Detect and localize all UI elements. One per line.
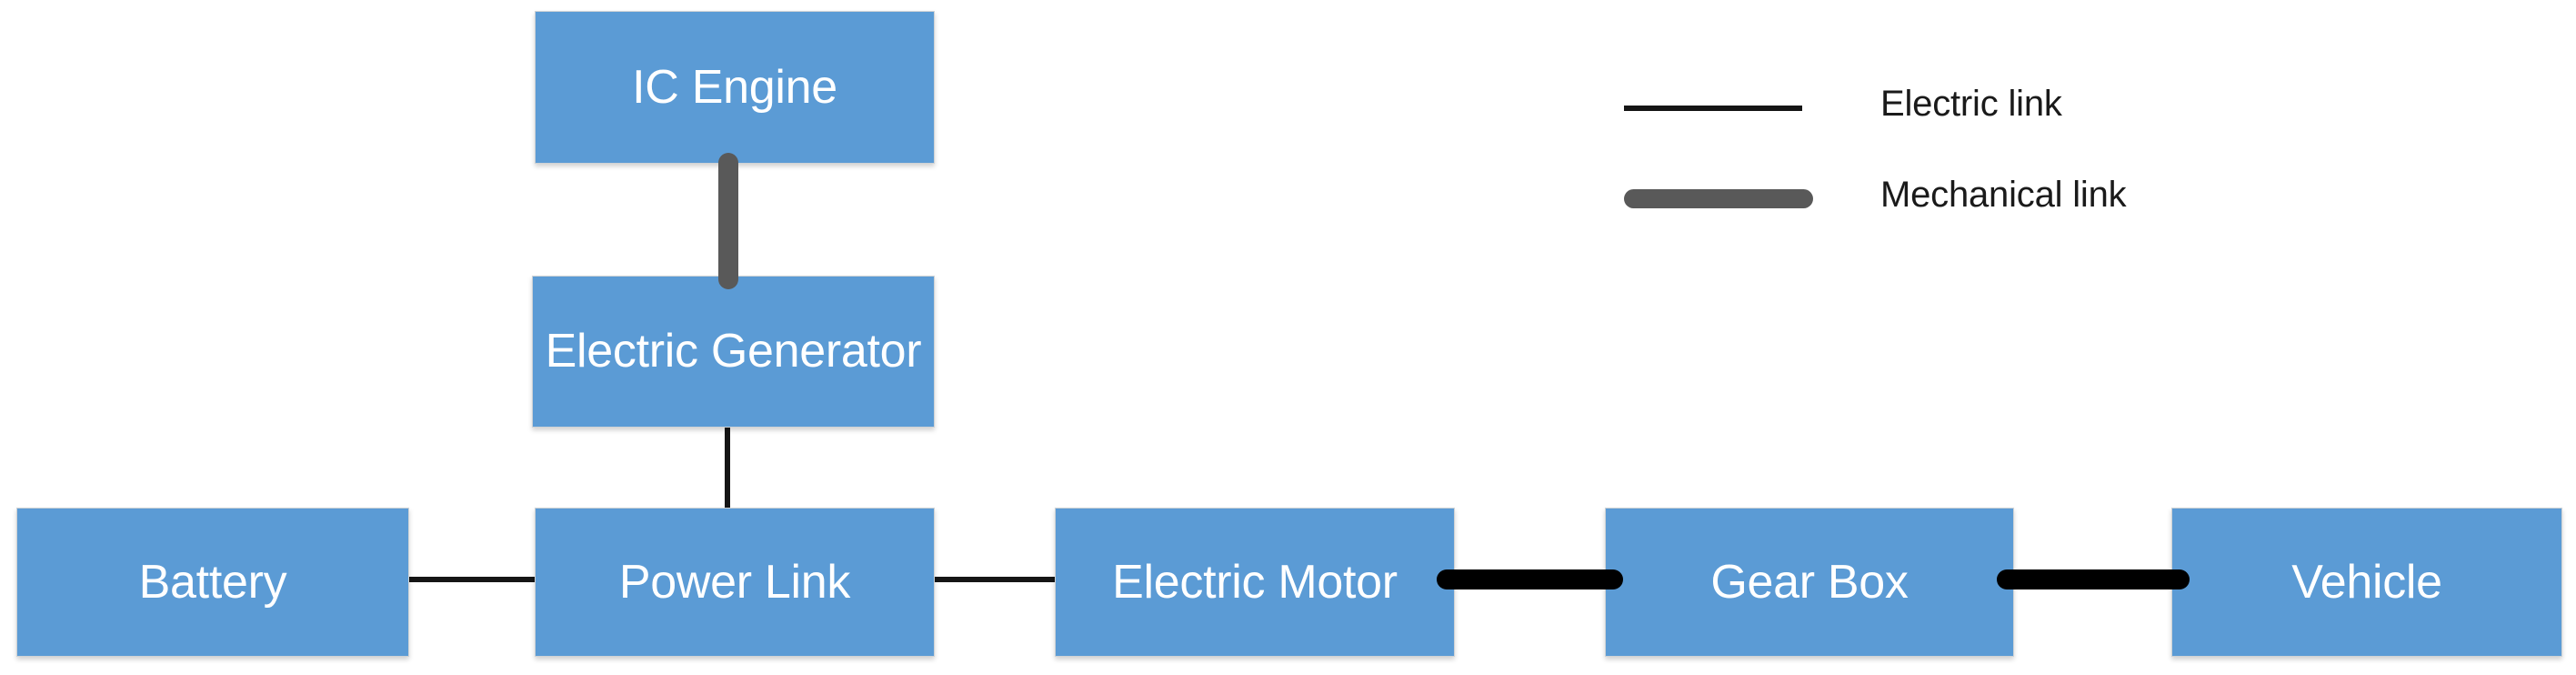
block-electric-generator[interactable]: Electric Generator [532, 276, 935, 428]
block-label-electric-motor: Electric Motor [1112, 555, 1398, 609]
block-ic-engine[interactable]: IC Engine [535, 11, 935, 164]
electric-link-power-link-to-electric-motor [931, 577, 1058, 582]
block-label-vehicle: Vehicle [2291, 555, 2442, 609]
mechanical-link-gear-box-to-vehicle [1997, 569, 2190, 589]
block-label-battery: Battery [138, 555, 287, 609]
electric-link-generator-to-power-link [725, 426, 730, 511]
legend-swatch-electric-link-icon [1624, 106, 1802, 111]
block-gear-box[interactable]: Gear Box [1605, 508, 2014, 657]
legend-swatch-mechanical-link-icon [1624, 189, 1813, 208]
block-label-ic-engine: IC Engine [632, 60, 837, 114]
block-label-power-link: Power Link [618, 555, 851, 609]
block-battery[interactable]: Battery [16, 508, 409, 657]
legend-label-electric-link: Electric link [1880, 84, 2062, 124]
electric-link-battery-to-power-link [406, 577, 538, 582]
mechanical-link-ic-engine-to-generator [718, 153, 738, 289]
block-label-gear-box: Gear Box [1710, 555, 1909, 609]
block-power-link[interactable]: Power Link [535, 508, 935, 657]
block-label-electric-generator: Electric Generator [545, 325, 922, 378]
legend-item-mechanical-link: Mechanical link [1619, 171, 2182, 222]
block-vehicle[interactable]: Vehicle [2171, 508, 2562, 657]
legend-item-electric-link: Electric link [1619, 80, 2182, 131]
mechanical-link-electric-motor-to-gear-box [1437, 569, 1623, 589]
diagram-legend: Electric link Mechanical link [1619, 80, 2182, 235]
legend-label-mechanical-link: Mechanical link [1880, 175, 2127, 215]
block-electric-motor[interactable]: Electric Motor [1055, 508, 1455, 657]
